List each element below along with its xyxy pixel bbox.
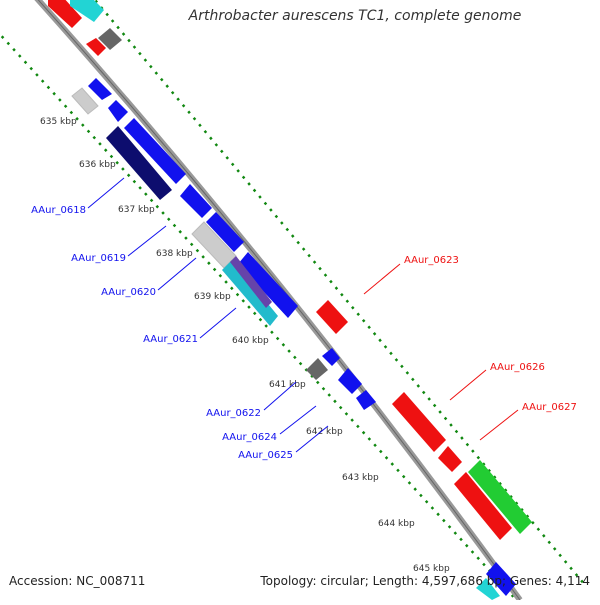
gene-label-left: AAur_0622 [206,408,261,419]
gene-arrow-red [454,472,512,540]
gene-arrow-cyan [476,578,500,600]
callout-line [199,307,237,339]
inner-tick-track [0,32,521,605]
callout-line [127,225,167,257]
gene-arrow-red [438,446,462,472]
kbp-label: 644 kbp [378,519,415,529]
gene-arrow-blue [180,184,212,218]
gene-arrow-blue [206,212,244,252]
outer-tick-track [93,0,586,586]
gene-arrow-green [468,460,532,534]
gene-arrow-blue [238,252,298,318]
gene-arrow-red [48,0,82,28]
gene-arrow-red [316,300,348,334]
gene-arrow-red [86,38,106,56]
kbp-label: 642 kbp [306,427,343,437]
right-callouts [363,263,519,441]
gene-label-right: AAur_0627 [522,402,577,413]
kbp-label: 639 kbp [194,292,231,302]
gene-label-left: AAur_0619 [71,253,126,264]
gene-label-left: AAur_0621 [143,334,198,345]
gene-label-left: AAur_0620 [101,287,156,298]
kbp-label: 643 kbp [342,473,379,483]
callout-line [363,263,401,295]
gene-label-left: AAur_0625 [238,450,293,461]
genome-backbone-edge [37,0,521,601]
left-callouts [87,177,329,453]
kbp-label: 641 kbp [269,380,306,390]
gene-arrow-blue [124,118,186,184]
kbp-label: 638 kbp [156,249,193,259]
kbp-label: 637 kbp [118,205,155,215]
genome-summary-label: Topology: circular; Length: 4,597,686 bp… [260,574,590,588]
accession-label: Accession: NC_008711 [9,574,146,588]
gene-arrow-navy [106,126,172,200]
gene-arrow-gray [306,358,328,380]
callout-line [279,405,317,435]
kbp-scale: 635 kbp 636 kbp 637 kbp 638 kbp 639 kbp … [40,117,450,574]
callout-line [295,425,329,453]
callout-line [263,381,297,411]
gene-arrow-lightgray [71,87,99,115]
gene-arrow-blue [338,368,362,394]
gene-label-right: AAur_0623 [404,255,459,266]
gene-arrow-blue [486,562,516,596]
kbp-label: 645 kbp [413,564,450,574]
callout-line [479,409,519,441]
gene-arrow-cyan [222,260,278,326]
gene-arrow-red [392,392,446,452]
gene-arrow-gray [98,28,122,50]
callout-line [449,369,487,401]
gene-arrow-blue [322,348,340,366]
kbp-label: 635 kbp [40,117,77,127]
gene-arrow-blue [356,390,376,410]
gene-label-right: AAur_0626 [490,362,545,373]
gene-label-left: AAur_0624 [222,432,277,443]
map-title: Arthrobacter aurescens TC1, complete gen… [0,8,600,24]
kbp-label: 640 kbp [232,336,269,346]
kbp-label: 636 kbp [79,160,116,170]
callout-line [87,177,125,209]
gene-label-left: AAur_0618 [31,205,86,216]
gene-arrow-blue [108,100,128,122]
gene-arrow-purple [230,256,272,308]
gene-arrow-blue [88,78,112,100]
map-title-text: Arthrobacter aurescens TC1, complete gen… [188,8,522,24]
gene-arrow-cyan [70,0,104,22]
callout-line [157,257,197,291]
